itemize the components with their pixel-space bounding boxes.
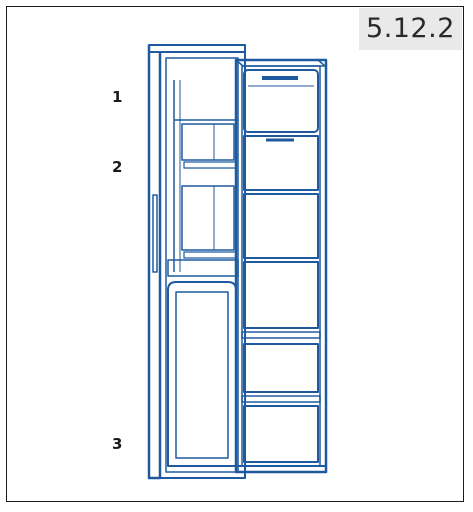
drawer-4	[243, 261, 319, 329]
shelf-divider-lower	[241, 331, 321, 339]
door-lower-bin-inner	[175, 291, 229, 459]
drawer-3	[243, 193, 319, 259]
drawer-5	[243, 343, 319, 393]
door-shelf-middle-lip	[183, 251, 237, 259]
open-door	[147, 44, 246, 480]
drawer-1	[243, 69, 319, 133]
drawer-2	[243, 135, 319, 191]
door-shelf-2	[181, 123, 235, 161]
fridge-cabinet	[234, 58, 328, 474]
drawer-6	[243, 405, 319, 463]
door-shelf-middle	[181, 185, 235, 251]
callout-2: 2	[112, 158, 123, 176]
door-lower-bin-outer	[167, 281, 237, 467]
figure-number-badge: 5.12.2	[359, 8, 462, 50]
door-top-edge	[148, 44, 246, 53]
callout-3: 3	[112, 435, 123, 453]
callout-1: 1	[112, 88, 123, 106]
door-shelf-2-lip	[183, 161, 237, 169]
cabinet-outer	[234, 58, 328, 474]
door-ledge	[167, 259, 239, 277]
door-handle	[152, 194, 158, 273]
shelf-divider-bottom	[241, 395, 321, 403]
door-outer-panel	[147, 45, 162, 480]
door-body	[159, 51, 246, 479]
